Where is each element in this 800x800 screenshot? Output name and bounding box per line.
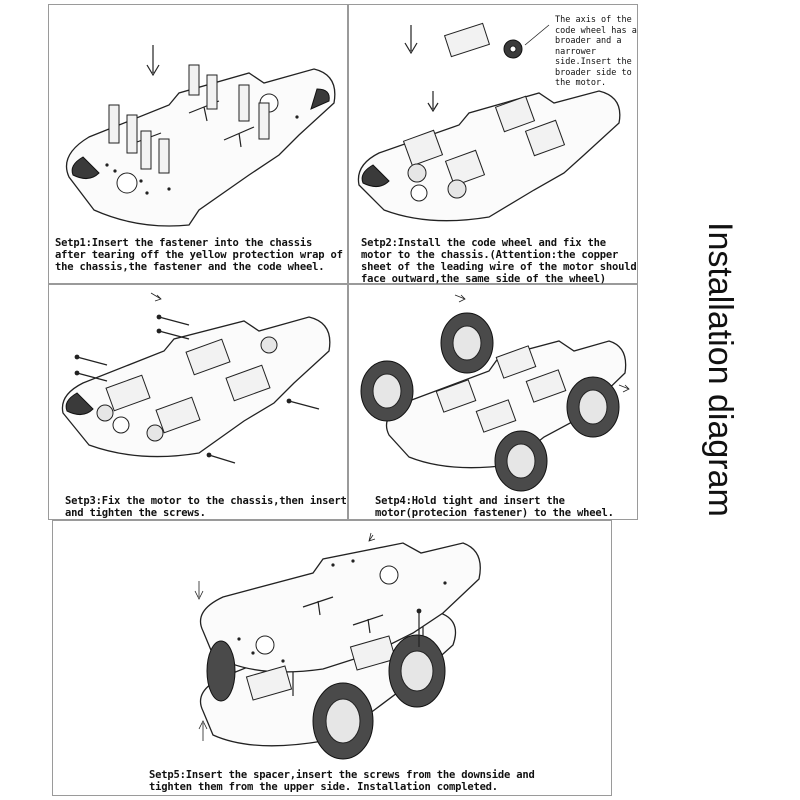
wheel-icon xyxy=(360,312,620,492)
step4-wheels-illustration xyxy=(360,294,630,492)
step2-caption: Setp2:Install the code wheel and fix the… xyxy=(361,237,637,285)
motor-icon xyxy=(435,345,567,433)
step5-caption: Setp5:Insert the spacer,insert the screw… xyxy=(149,769,535,793)
step4-caption: Setp4:Hold tight and insert the motor(pr… xyxy=(375,495,614,519)
step2-panel: The axis of the code wheel has a broader… xyxy=(348,4,638,285)
step4-panel: Setp4:Hold tight and insert the motor(pr… xyxy=(348,284,638,520)
step3-screws-illustration xyxy=(61,292,331,464)
screw-icon xyxy=(416,608,422,647)
screw-icon xyxy=(74,314,320,464)
motor-icon xyxy=(402,95,566,199)
chassis-icon xyxy=(65,68,336,227)
down-arrow-icon xyxy=(146,45,160,77)
motor-icon xyxy=(245,635,397,701)
fastener-icon xyxy=(108,64,270,174)
code-wheel-icon xyxy=(443,22,523,59)
down-arrow-icon xyxy=(404,25,439,113)
step1-panel: Setp1:Insert the fastener into the chass… xyxy=(48,4,348,284)
step1-caption: Setp1:Insert the fastener into the chass… xyxy=(55,237,343,273)
diagram-title: Installation diagram xyxy=(701,222,739,517)
step2-motor-illustration xyxy=(357,22,621,222)
step1-chassis-illustration xyxy=(65,45,336,227)
step5-assembled-illustration xyxy=(194,532,481,760)
step3-caption: Setp3:Fix the motor to the chassis,then … xyxy=(65,495,347,519)
wheel-icon xyxy=(206,634,446,760)
code-wheel-note: The axis of the code wheel has a broader… xyxy=(555,15,637,89)
down-arrow-icon xyxy=(454,294,630,393)
chassis-icon xyxy=(61,316,331,458)
down-arrow-icon xyxy=(194,532,376,741)
motor-icon xyxy=(96,336,278,442)
step5-panel: Setp5:Insert the spacer,insert the screw… xyxy=(52,520,612,796)
down-arrow-icon xyxy=(150,292,162,302)
chassis-icon xyxy=(357,90,621,222)
step3-panel: Setp3:Fix the motor to the chassis,then … xyxy=(48,284,348,520)
